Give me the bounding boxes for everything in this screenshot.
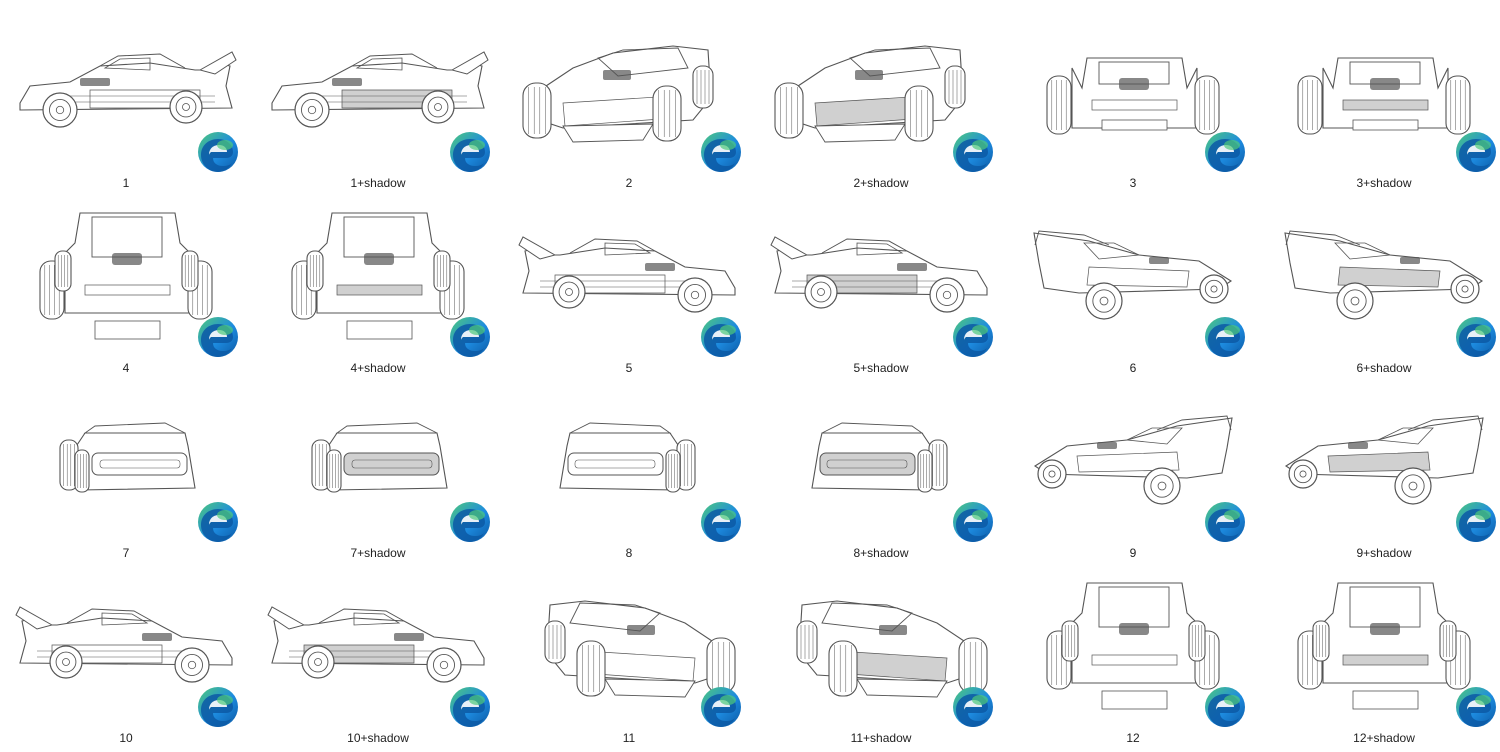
edge-icon — [951, 685, 995, 729]
file-name[interactable]: 7+shadow — [350, 546, 406, 560]
car-thumbnail — [1007, 563, 1259, 723]
car-thumbnail — [503, 563, 755, 723]
file-tile-7[interactable]: 7 — [0, 378, 252, 563]
file-name[interactable]: 9 — [1129, 546, 1137, 560]
file-tile-8[interactable]: 8 — [503, 378, 755, 563]
file-tile-10[interactable]: 10 — [0, 563, 252, 748]
file-name[interactable]: 2 — [625, 176, 633, 190]
edge-icon — [1203, 500, 1247, 544]
file-tile-9[interactable]: 9 — [1007, 378, 1259, 563]
file-name[interactable]: 1+shadow — [350, 176, 406, 190]
file-tile-8-shadow[interactable]: 8+shadow — [755, 378, 1007, 563]
car-thumbnail — [755, 378, 1007, 538]
file-tile-4[interactable]: 4 — [0, 193, 252, 378]
file-name[interactable]: 9+shadow — [1356, 546, 1412, 560]
file-tile-5-shadow[interactable]: 5+shadow — [755, 193, 1007, 378]
car-thumbnail — [0, 378, 252, 538]
edge-icon — [196, 500, 240, 544]
edge-icon — [1203, 315, 1247, 359]
file-name[interactable]: 5+shadow — [853, 361, 909, 375]
file-tile-3-shadow[interactable]: 3+shadow — [1258, 8, 1500, 193]
file-tile-11-shadow[interactable]: 11+shadow — [755, 563, 1007, 748]
file-tile-9-shadow[interactable]: 9+shadow — [1258, 378, 1500, 563]
file-name[interactable]: 7 — [122, 546, 130, 560]
file-tile-3[interactable]: 3 — [1007, 8, 1259, 193]
car-thumbnail — [1258, 8, 1500, 168]
car-thumbnail — [0, 8, 252, 168]
car-thumbnail — [252, 193, 504, 353]
edge-icon — [196, 315, 240, 359]
car-thumbnail — [503, 193, 755, 353]
edge-icon — [196, 685, 240, 729]
file-tile-6[interactable]: 6 — [1007, 193, 1259, 378]
edge-icon — [699, 685, 743, 729]
car-thumbnail — [1258, 563, 1500, 723]
edge-icon — [951, 315, 995, 359]
file-name[interactable]: 6 — [1129, 361, 1137, 375]
edge-icon — [448, 315, 492, 359]
file-tile-1[interactable]: 1 — [0, 8, 252, 193]
file-name[interactable]: 4+shadow — [350, 361, 406, 375]
file-name[interactable]: 6+shadow — [1356, 361, 1412, 375]
car-thumbnail — [0, 193, 252, 353]
edge-icon — [1454, 130, 1498, 174]
edge-icon — [1203, 130, 1247, 174]
file-name[interactable]: 3+shadow — [1356, 176, 1412, 190]
edge-icon — [951, 500, 995, 544]
edge-icon — [1203, 685, 1247, 729]
edge-icon — [448, 500, 492, 544]
file-tile-2-shadow[interactable]: 2+shadow — [755, 8, 1007, 193]
file-tile-12-shadow[interactable]: 12+shadow — [1258, 563, 1500, 748]
edge-icon — [1454, 500, 1498, 544]
file-name[interactable]: 2+shadow — [853, 176, 909, 190]
car-thumbnail — [252, 563, 504, 723]
car-thumbnail — [0, 563, 252, 723]
car-thumbnail — [503, 378, 755, 538]
file-name[interactable]: 8+shadow — [853, 546, 909, 560]
car-thumbnail — [252, 378, 504, 538]
file-name[interactable]: 12 — [1126, 731, 1140, 745]
edge-icon — [951, 130, 995, 174]
car-thumbnail — [755, 563, 1007, 723]
edge-icon — [196, 130, 240, 174]
file-tile-1-shadow[interactable]: 1+shadow — [252, 8, 504, 193]
file-tile-7-shadow[interactable]: 7+shadow — [252, 378, 504, 563]
edge-icon — [699, 315, 743, 359]
car-thumbnail — [503, 8, 755, 168]
file-name[interactable]: 8 — [625, 546, 633, 560]
edge-icon — [699, 500, 743, 544]
car-thumbnail — [1007, 193, 1259, 353]
file-tile-6-shadow[interactable]: 6+shadow — [1258, 193, 1500, 378]
file-tile-10-shadow[interactable]: 10+shadow — [252, 563, 504, 748]
car-thumbnail — [755, 8, 1007, 168]
file-tile-11[interactable]: 11 — [503, 563, 755, 748]
edge-icon — [699, 130, 743, 174]
file-name[interactable]: 3 — [1129, 176, 1137, 190]
car-thumbnail — [252, 8, 504, 168]
car-thumbnail — [1007, 8, 1259, 168]
edge-icon — [1454, 315, 1498, 359]
file-name[interactable]: 11+shadow — [850, 731, 912, 745]
file-name[interactable]: 1 — [122, 176, 130, 190]
file-name[interactable]: 10+shadow — [347, 731, 409, 745]
file-name[interactable]: 10 — [119, 731, 133, 745]
file-name[interactable]: 4 — [122, 361, 130, 375]
car-thumbnail — [1258, 193, 1500, 353]
car-thumbnail — [1258, 378, 1500, 538]
file-name[interactable]: 5 — [625, 361, 633, 375]
car-thumbnail — [755, 193, 1007, 353]
edge-icon — [1454, 685, 1498, 729]
file-tile-4-shadow[interactable]: 4+shadow — [252, 193, 504, 378]
car-thumbnail — [1007, 378, 1259, 538]
file-name[interactable]: 11 — [622, 731, 636, 745]
file-tile-12[interactable]: 12 — [1007, 563, 1259, 748]
file-tile-5[interactable]: 5 — [503, 193, 755, 378]
edge-icon — [448, 685, 492, 729]
file-tile-2[interactable]: 2 — [503, 8, 755, 193]
edge-icon — [448, 130, 492, 174]
file-name[interactable]: 12+shadow — [1353, 731, 1415, 745]
